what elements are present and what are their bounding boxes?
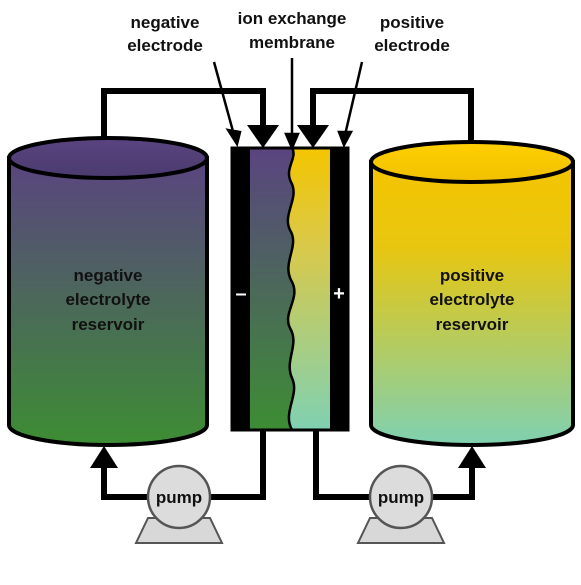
arrow-into-negative-reservoir (90, 446, 118, 468)
left-pump-base (134, 517, 224, 544)
positive-reservoir-label-line1: positive (440, 266, 504, 285)
positive-electrode-label-line1: positive (380, 13, 444, 32)
negative-reservoir-label-line2: electrolyte (65, 290, 150, 309)
ion-exchange-membrane (286, 147, 296, 431)
negative-electrode-label-line1: negative (131, 13, 200, 32)
pointer-negative-electrode (212, 61, 236, 136)
negative-electrode (232, 148, 250, 430)
pipe-negative-feed (210, 430, 266, 500)
right-pump-label: pump (378, 488, 424, 507)
cell-stack: – + (230, 146, 350, 432)
pipe-positive-feed (313, 430, 370, 500)
pipe-positive-feed-2 (432, 462, 475, 500)
reservoir-labels: negative electrolyte reservoir positive … (65, 266, 514, 334)
negative-reservoir-label-line1: negative (74, 266, 143, 285)
left-pump-label: pump (156, 488, 202, 507)
positive-reservoir-label-line2: electrolyte (429, 290, 514, 309)
membrane-label-line2: membrane (249, 33, 335, 52)
label-pointers (212, 58, 364, 152)
right-pump: pump (356, 464, 446, 544)
positive-electrode-label-line2: electrode (374, 36, 450, 55)
positive-reservoir-label-line3: reservoir (436, 315, 509, 334)
negative-electrolyte-reservoir (7, 136, 209, 447)
arrow-into-negative-side (247, 125, 279, 148)
left-pump-body (146, 464, 212, 530)
pipe-positive-return (310, 88, 474, 148)
negative-electrode-label-line2: electrode (127, 36, 203, 55)
pipes (101, 88, 475, 500)
positive-reservoir-top (369, 140, 575, 184)
plus-sign: + (333, 283, 345, 305)
arrow-into-positive-side (297, 125, 329, 148)
arrow-into-positive-reservoir (458, 446, 486, 468)
top-labels: negative electrode ion exchange membrane… (127, 9, 450, 55)
pipe-negative-feed-2 (101, 462, 148, 500)
pipe-negative-return (101, 88, 266, 148)
left-pump: pump (134, 464, 224, 544)
membrane-label-line1: ion exchange (238, 9, 347, 28)
positive-electrode (330, 148, 348, 430)
negative-reservoir-top (7, 136, 209, 180)
minus-sign: – (235, 283, 246, 305)
positive-electrolyte-reservoir (369, 140, 575, 447)
negative-half-cell (250, 148, 294, 430)
flow-arrows (90, 125, 486, 468)
pointer-positive-electrode (343, 61, 364, 136)
positive-half-cell (287, 148, 330, 430)
right-pump-body (368, 464, 434, 530)
negative-reservoir-label-line3: reservoir (72, 315, 145, 334)
right-pump-base (356, 517, 446, 544)
